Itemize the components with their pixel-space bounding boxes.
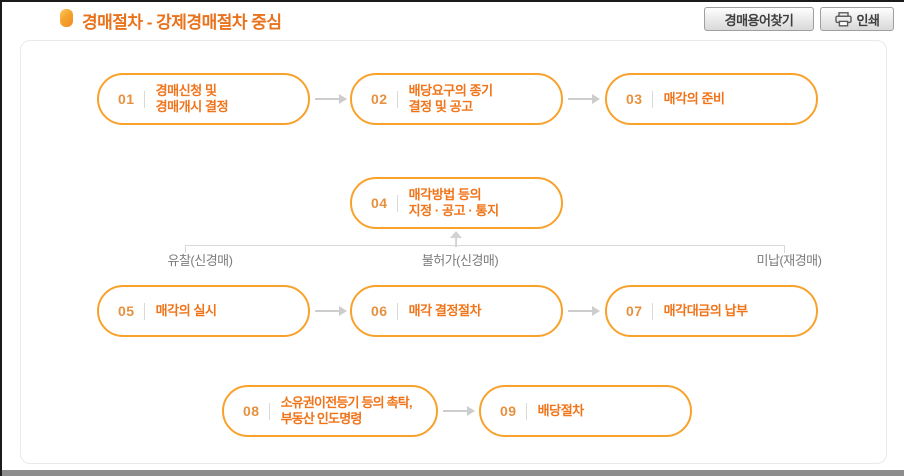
node-divider [396,302,398,320]
node-divider [396,90,398,108]
flow-node-09: 09 배당절차 [479,385,692,437]
page-frame-bottom [2,470,904,476]
node-label: 매각방법 등의 지정 · 공고 · 통지 [408,187,499,218]
node-label: 매각의 실시 [155,303,217,318]
branch-connector-center [455,237,456,246]
node-label: 경매신청 및 경매개시 결정 [155,83,229,114]
arrow-up-icon [450,231,462,247]
node-divider [651,90,653,108]
arrow-right-icon [443,406,475,416]
node-number: 06 [371,303,388,319]
node-divider [396,194,398,212]
page-frame-left [0,0,2,476]
arrow-right-icon [568,306,600,316]
node-number: 07 [626,303,643,319]
node-number: 03 [626,91,643,107]
flow-node-04: 04 매각방법 등의 지정 · 공고 · 통지 [350,177,563,229]
node-divider [651,302,653,320]
flow-node-08: 08 소유권이전등기 등의 촉탁, 부동산 인도명령 [222,385,438,437]
page-title: 경매절차 - 강제경매절차 중심 [82,13,282,32]
node-label: 배당절차 [537,403,585,418]
arrow-right-icon [315,306,347,316]
page-frame-top [0,0,904,2]
node-label: 소유권이전등기 등의 촉탁, 부동산 인도명령 [280,395,413,426]
node-label: 매각대금의 납부 [663,303,749,318]
node-label: 배당요구의 종기 결정 및 공고 [408,83,494,114]
node-number: 04 [371,195,388,211]
auction-terms-button-label: 경매용어찾기 [724,12,794,28]
branch-connector-left-stub [185,245,186,253]
node-number: 08 [243,403,260,419]
flow-node-01: 01 경매신청 및 경매개시 결정 [97,73,310,125]
arrow-right-icon [568,94,600,104]
node-divider [268,402,270,420]
print-button-label: 인쇄 [856,12,880,28]
node-number: 09 [500,403,517,419]
flow-node-03: 03 매각의 준비 [605,73,818,125]
node-number: 02 [371,91,388,107]
node-divider [143,302,145,320]
node-divider [525,402,527,420]
flow-node-07: 07 매각대금의 납부 [605,285,818,337]
flow-node-06: 06 매각 결정절차 [350,285,563,337]
printer-icon [834,11,852,26]
branch-label-failed-bid: 유찰(신경매) [167,253,233,268]
flow-node-05: 05 매각의 실시 [97,285,310,337]
branch-label-disallowed: 불허가(신경매) [421,253,499,268]
print-button[interactable]: 인쇄 [820,7,894,31]
node-label: 매각의 준비 [663,91,725,106]
node-number: 05 [118,303,135,319]
branch-connector-line [185,245,785,246]
auction-terms-button[interactable]: 경매용어찾기 [704,7,814,31]
title-bullet-icon [60,9,73,27]
arrow-right-icon [315,94,347,104]
node-number: 01 [118,91,135,107]
branch-connector-right-stub [784,245,785,253]
node-label: 매각 결정절차 [408,303,482,318]
node-divider [143,90,145,108]
flow-node-02: 02 배당요구의 종기 결정 및 공고 [350,73,563,125]
branch-label-unpaid: 미납(재경매) [756,253,822,268]
